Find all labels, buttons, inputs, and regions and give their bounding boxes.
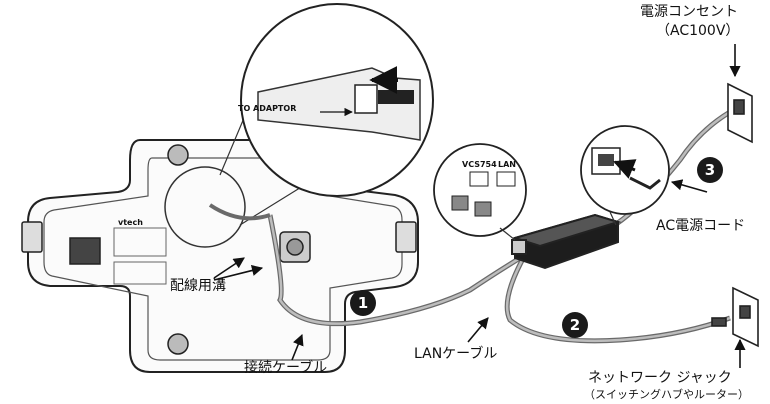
connection-cable-label: 接続ケーブル [244, 360, 328, 376]
network-jack-note: （スイッチングハブやルーター） [584, 388, 749, 401]
wiring-groove-label: 配線用溝 [170, 278, 226, 294]
step-badge-1: 1 [350, 290, 376, 316]
step-badge-3: 3 [697, 157, 723, 183]
port-zoom [433, 143, 527, 241]
zoom-source-circle [164, 166, 246, 248]
ac-plug-zoom [580, 125, 670, 226]
magnified-inset [240, 3, 434, 197]
base-feet [21, 144, 417, 355]
power-adaptor [511, 213, 622, 270]
ac-power-cord-label: AC電源コード [656, 218, 746, 234]
vcs-port-label: VCS754 [462, 160, 497, 169]
lan-cable-label: LANケーブル [414, 346, 498, 362]
vtech-logo-text: vtech [118, 218, 143, 227]
power-outlet-label: 電源コンセント [640, 4, 738, 20]
network-jack-label: ネットワーク ジャック [588, 370, 732, 386]
ac-wall-outlet [727, 82, 753, 144]
power-outlet-voltage-label: （AC100V） [656, 23, 740, 39]
step-badge-2: 2 [562, 312, 588, 338]
network-wall-jack [711, 286, 759, 348]
lan-port-label: LAN [498, 160, 516, 169]
to-adaptor-label: TO ADAPTOR [238, 104, 297, 113]
